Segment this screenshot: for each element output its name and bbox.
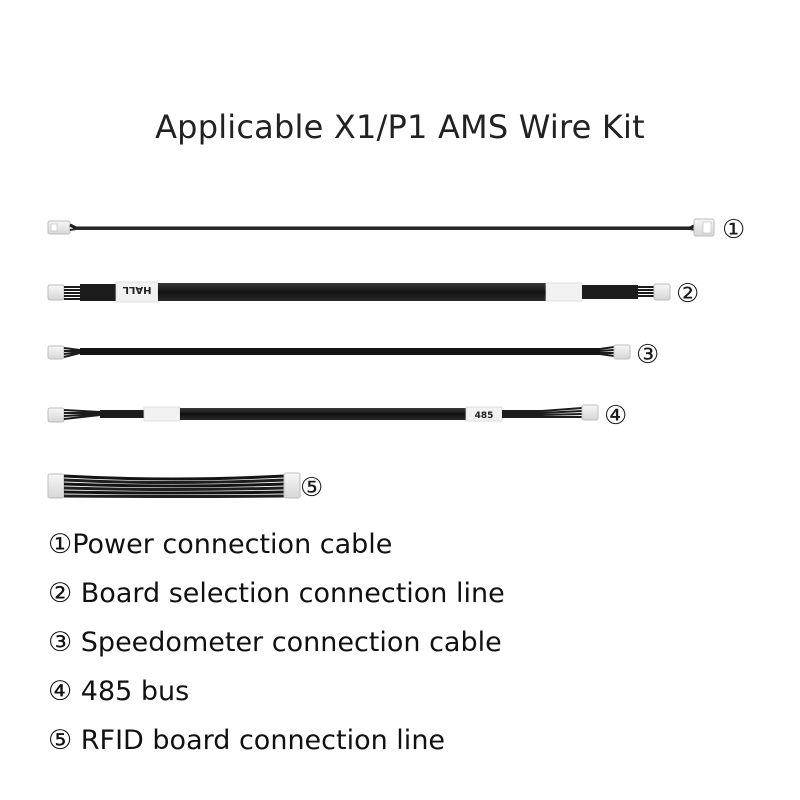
cable-2-label: HALL xyxy=(122,284,151,295)
connector-left xyxy=(47,407,65,423)
cable-1-marker: ① xyxy=(722,215,745,245)
connector-left xyxy=(47,284,65,301)
label-tape-right xyxy=(545,282,583,302)
legend-item-485-bus: ④ 485 bus xyxy=(48,676,190,707)
legend-item-speedometer: ③ Speedometer connection cable xyxy=(48,627,502,658)
cable-4-485-bus: 485 xyxy=(47,404,599,423)
legend-item-board-selection: ② Board selection connection line xyxy=(48,578,505,609)
cable-5-marker: ⑤ xyxy=(300,473,323,503)
cable-legend: ①Power connection cable ② Board selectio… xyxy=(48,525,768,770)
connector-left xyxy=(47,345,65,360)
cable-4-label: 485 xyxy=(475,411,494,421)
cable-3-marker: ③ xyxy=(636,340,659,370)
connector-right xyxy=(613,344,631,360)
cable-4-marker: ④ xyxy=(604,401,627,431)
legend-item-rfid-board: ⑤ RFID board connection line xyxy=(48,725,446,756)
page-title: Applicable X1/P1 AMS Wire Kit xyxy=(155,108,645,146)
cable-1-power xyxy=(47,218,715,237)
cable-2-board-selection: HALL xyxy=(47,281,671,303)
cable-3-speedometer xyxy=(47,344,631,360)
connector-right xyxy=(581,404,599,421)
legend-item-power: ①Power connection cable xyxy=(48,529,393,560)
label-tape-left xyxy=(143,406,181,422)
connector-right xyxy=(283,472,301,499)
cable-2-marker: ② xyxy=(676,279,699,309)
connector-left xyxy=(47,473,65,499)
cable-5-rfid-board xyxy=(47,472,301,499)
connector-right xyxy=(653,283,671,301)
